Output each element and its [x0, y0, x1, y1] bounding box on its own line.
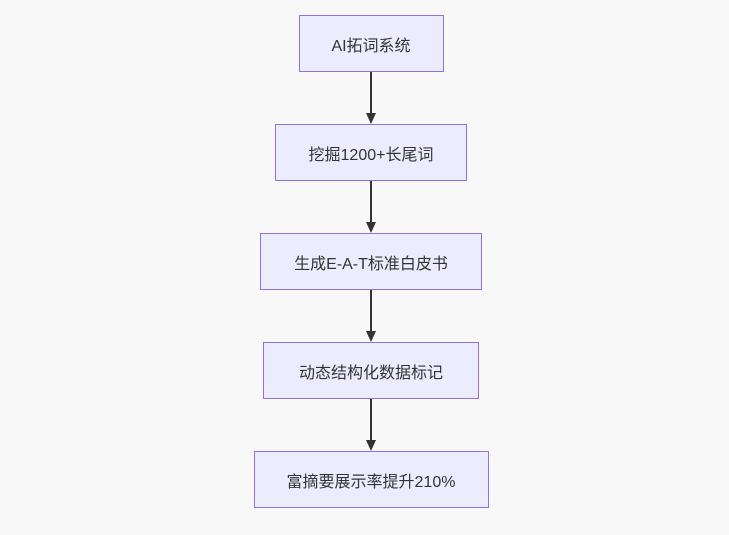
- flow-node-structured-data: 动态结构化数据标记: [263, 342, 479, 399]
- flow-node-ai-system: AI拓词系统: [298, 15, 444, 72]
- node-label: 动态结构化数据标记: [298, 364, 443, 382]
- arrow-down-icon: [366, 290, 376, 342]
- flow-edge-4: [364, 399, 378, 451]
- flow-node-rich-snippet-result: 富摘要展示率提升210%: [253, 451, 489, 508]
- flow-edge-3: [364, 290, 378, 342]
- arrow-down-icon: [366, 181, 376, 233]
- flow-node-longtail-words: 挖掘1200+长尾词: [275, 124, 467, 181]
- arrow-down-icon: [366, 72, 376, 124]
- node-label: 富摘要展示率提升210%: [286, 473, 456, 491]
- node-label: AI拓词系统: [331, 37, 411, 55]
- node-label: 挖掘1200+长尾词: [308, 146, 434, 164]
- flow-edge-1: [364, 72, 378, 124]
- flow-node-eat-whitepaper: 生成E-A-T标准白皮书: [260, 233, 482, 290]
- flow-edge-2: [364, 181, 378, 233]
- node-label: 生成E-A-T标准白皮书: [294, 255, 448, 273]
- arrow-down-icon: [366, 399, 376, 451]
